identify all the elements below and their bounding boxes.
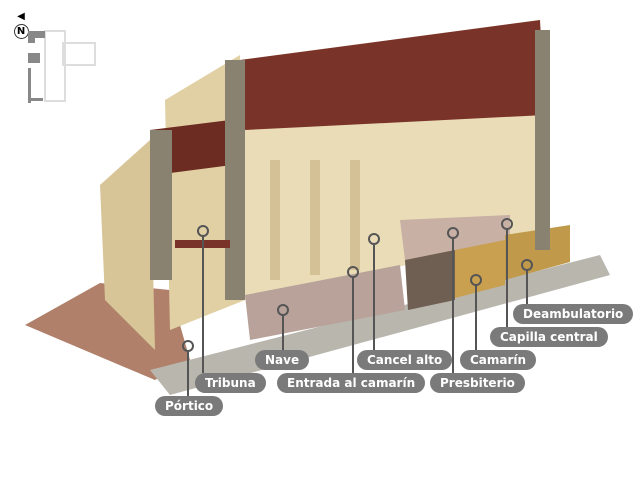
west-facade xyxy=(100,140,155,350)
column xyxy=(270,160,280,280)
label-tribuna[interactable]: Tribuna xyxy=(195,373,266,393)
stone-pier-3 xyxy=(150,130,172,280)
hotspot-nave[interactable] xyxy=(277,304,289,316)
floor-plan-minimap-icon[interactable] xyxy=(25,28,100,108)
label-camarin[interactable]: Camarín xyxy=(460,350,537,370)
camarin-wall xyxy=(455,240,505,298)
column xyxy=(350,160,360,270)
label-capilla[interactable]: Capilla central xyxy=(490,327,608,347)
hotspot-capilla[interactable] xyxy=(501,218,513,230)
stone-pier-2 xyxy=(535,30,550,250)
label-deambulatorio[interactable]: Deambulatorio xyxy=(513,304,634,324)
hotspot-cancel[interactable] xyxy=(368,233,380,245)
stone-pier-1 xyxy=(225,60,245,300)
nave-floor xyxy=(245,265,405,340)
label-presbiterio[interactable]: Presbiterio xyxy=(430,373,525,393)
label-entrada[interactable]: Entrada al camarín xyxy=(277,373,426,393)
camarin-rubble xyxy=(405,250,455,310)
hotspot-tribuna[interactable] xyxy=(197,225,209,237)
label-portico[interactable]: Pórtico xyxy=(155,396,224,416)
north-compass-icon[interactable]: ◀N xyxy=(12,10,30,39)
hotspot-camarin[interactable] xyxy=(470,274,482,286)
label-nave[interactable]: Nave xyxy=(255,350,310,370)
column xyxy=(310,160,320,275)
hotspot-portico[interactable] xyxy=(182,340,194,352)
roof xyxy=(240,20,545,130)
hotspot-presbiterio[interactable] xyxy=(447,227,459,239)
hotspot-entrada[interactable] xyxy=(347,266,359,278)
hotspot-deambulatorio[interactable] xyxy=(521,259,533,271)
label-cancel[interactable]: Cancel alto xyxy=(357,350,453,370)
